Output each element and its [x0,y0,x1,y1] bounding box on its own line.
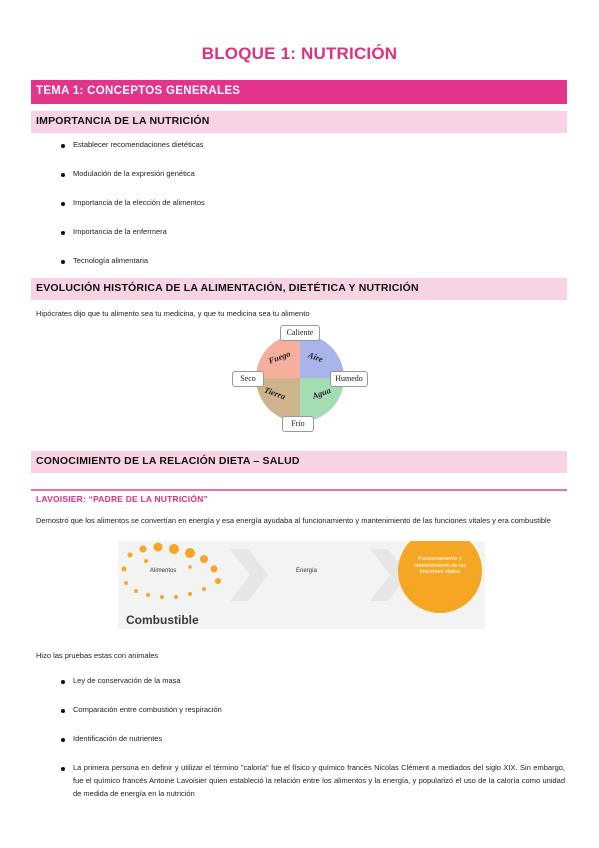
bullet-dot [61,767,65,771]
list-item: Comparación entre combustión y respiraci… [73,705,222,714]
lavoisier-rule [31,489,567,491]
list-item: La primera persona en definir y utilizar… [73,763,565,798]
lavoisier-heading: LAVOISIER: “PADRE DE LA NUTRICIÓN” [36,494,208,504]
tema-bar [31,80,567,104]
list-item: Ley de conservación de la masa [73,676,181,685]
quadrant-aire [300,334,344,378]
list-item: Identificación de nutrientes [73,734,163,743]
bullet-dot [61,144,65,148]
arrow-chevron-1 [230,549,268,601]
bullet-dot [61,173,65,177]
quadrant-tierra [256,378,300,422]
quadrant-fuego [256,334,300,378]
section-bar-importancia [31,111,567,133]
label-frio: Frio [282,416,314,432]
list-item: Importancia de la elección de alimentos [73,198,205,207]
list-item: Modulación de la expresión genética [73,169,195,178]
label-resultado: Funcionamiento y mantenimiento de las fu… [413,556,467,575]
bullet-dot [61,260,65,264]
four-elements-diagram: Fuego Aire Tierra Agua Caliente Seco Hum… [232,322,368,434]
tema-heading: TEMA 1: CONCEPTOS GENERALES [36,85,241,97]
bullet-dot [61,738,65,742]
quadrant-agua [300,378,344,422]
energy-flow-svg [121,541,482,613]
hipocrates-quote: Hipócrates dijo que tu alimento sea tu m… [36,309,310,318]
result-circle [398,541,482,613]
list-item: Importancia de la enfermera [73,227,167,236]
bullet-dot [61,231,65,235]
section-heading-relacion: CONOCIMIENTO DE LA RELACIÓN DIETA – SALU… [36,455,300,467]
label-humedo: Humedo [330,371,368,387]
label-seco: Seco [232,371,264,387]
label-energia: Energía [296,568,318,574]
pruebas-text: Hizo las pruebas estas con animales [36,651,159,660]
list-item: Establecer recomendaciones dietéticas [73,140,204,149]
section-bar-evolucion [31,278,567,300]
elements-circle [256,334,344,422]
label-alimentos: Alimentos [150,568,177,574]
lavoisier-text: Demostró que los alimentos se convertían… [36,516,551,525]
combustible-graphic: Alimentos Energía Funcionamiento y mante… [118,541,485,629]
bullet-dot [61,680,65,684]
bullet-dot [61,709,65,713]
section-bar-relacion [31,451,567,473]
label-caliente: Caliente [280,325,320,341]
bullet-dot [61,202,65,206]
section-heading-evolucion: EVOLUCIÓN HISTÓRICA DE LA ALIMENTACIÓN, … [36,282,419,294]
list-item: Tecnología alimentaria [73,256,149,265]
page-title: BLOQUE 1: NUTRICIÓN [201,44,398,63]
section-heading-importancia: IMPORTANCIA DE LA NUTRICIÓN [36,115,210,127]
food-dots [121,542,221,599]
label-combustible: Combustible [126,613,199,627]
